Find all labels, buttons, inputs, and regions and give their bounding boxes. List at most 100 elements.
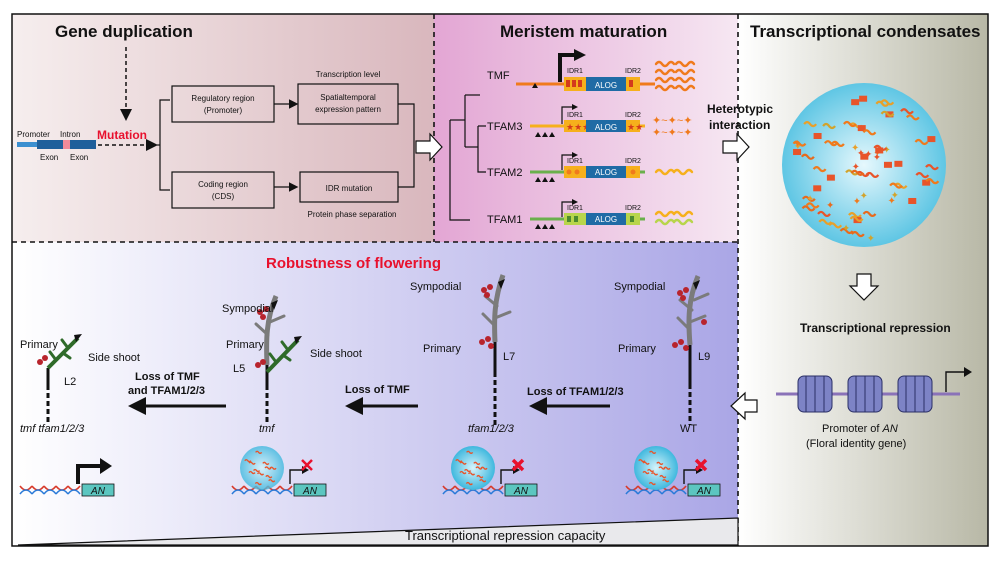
condensate-star-molecule: ✦: [826, 200, 834, 211]
figure-border: [11, 13, 989, 547]
promoter-arrow: [289, 469, 302, 484]
to-condensate-arrow: [722, 132, 750, 162]
exon-label-2: Exon: [70, 153, 88, 162]
condensate-wave-molecule: [875, 100, 890, 107]
condensate-wave-molecule: [792, 140, 807, 147]
condensate-star-molecule: ✦: [867, 234, 875, 245]
condensate-star-molecule: ✦: [852, 162, 860, 173]
condensate-block-molecule: [813, 132, 822, 139]
condensate-star-molecule: ✦: [873, 152, 881, 163]
tfam1-idr2-label: IDR2: [625, 205, 641, 212]
small-molecule: [650, 472, 659, 476]
tfam3-idr1-label: IDR1: [567, 112, 583, 119]
dna-strand: [55, 489, 69, 495]
condensate-wave-molecule: [843, 120, 857, 128]
promoter-arrow: [76, 464, 100, 484]
an-gene-box: [504, 483, 538, 497]
heterotypic-line1: Heterotypic: [707, 102, 773, 116]
tfam-sympodial-label: Sympodial: [410, 281, 461, 293]
plant-wt: [672, 275, 710, 425]
robustness-panel: [12, 242, 738, 546]
condensate-block-molecule: [894, 160, 903, 167]
condensate-wave-molecule: [862, 210, 877, 218]
condensate-wave-molecule: [817, 210, 831, 218]
dna-strand: [478, 489, 492, 495]
promoter-an-line1: Promoter of AN: [822, 423, 898, 435]
an-gene-label: AN: [513, 486, 529, 497]
promoter-label: Promoter: [17, 130, 50, 139]
nucleosome-array: [776, 367, 972, 413]
an-icon-group: AN: [19, 458, 115, 497]
robustness-title: Robustness of flowering: [266, 255, 441, 272]
condensate-wave-molecule: [823, 140, 838, 147]
small-molecule: [269, 466, 277, 470]
small-condensate: [240, 446, 284, 490]
dna-strand: [454, 489, 468, 495]
meristem-maturation-title: Meristem maturation: [500, 22, 667, 41]
condensate-star-molecule: ✦: [851, 143, 859, 154]
repression-x: [511, 458, 525, 472]
tfam-genotype-label: tfam1/2/3: [468, 423, 515, 435]
condensate-block-molecule: [860, 153, 869, 160]
tfam1-idr1-label: IDR1: [567, 205, 583, 212]
condensate-star-molecule: ✦: [853, 196, 861, 207]
spatiotemporal-line2: expression pattern: [315, 105, 381, 114]
gene-label-tfam2: TFAM2: [487, 167, 522, 179]
condensate-block-molecule: [859, 95, 868, 102]
small-molecule: [662, 479, 670, 483]
gene-label-tfam3: TFAM3: [487, 121, 522, 133]
small-molecule: [466, 450, 474, 455]
idr-mutation-label: IDR mutation: [326, 184, 373, 193]
an-gene-box: [687, 483, 721, 497]
condensate-star-molecule: ✦: [794, 139, 802, 150]
transcription-level-label: Transcription level: [316, 70, 381, 79]
tfam-primary-label: Primary: [423, 343, 461, 355]
small-molecule: [648, 481, 656, 486]
condensate-star-molecule: ✦: [794, 142, 802, 153]
condensate-star-molecule: ✦: [806, 194, 814, 205]
small-molecule: [254, 481, 262, 486]
an-icon-group: AN: [442, 446, 538, 497]
loss-tfam-label: Loss of TFAM1/2/3: [527, 386, 624, 398]
tmf-genotype-label: tmf: [259, 423, 275, 435]
tmf-tfam-side-shoot-label: Side shoot: [88, 352, 140, 364]
condensate-block-molecule: [857, 125, 866, 132]
small-molecule: [480, 466, 488, 470]
spatiotemporal-line1: Spatialtemporal: [320, 93, 376, 102]
repression-title: Transcriptional repression: [800, 321, 951, 335]
small-molecule: [268, 479, 276, 483]
condensate-wave-molecule: [925, 164, 939, 171]
plant-tfam: [479, 274, 512, 425]
condensate-block-molecule: [883, 161, 892, 168]
condensates-title: Transcriptional condensates: [750, 22, 981, 41]
condensate-block-molecule: [908, 197, 917, 204]
tfam3-idr2-label: IDR2: [625, 112, 641, 119]
small-molecule: [248, 461, 256, 465]
coding-region-line1: Coding region: [198, 180, 248, 189]
condensate-wave-molecule: [848, 212, 862, 219]
condensate-star-molecule: ✦: [842, 224, 850, 235]
merge-bracket: [398, 103, 415, 188]
condensate-molecules: ✦✦✦✦✦✦✦✦✦✦✦✦✦✦✦✦✦: [792, 95, 940, 245]
small-molecule: [656, 461, 664, 466]
tfam2-idr2-label: IDR2: [625, 158, 641, 165]
small-molecule: [642, 470, 650, 475]
condensate-wave-molecule: [828, 222, 843, 229]
to-robustness-arrow: [730, 391, 758, 421]
condensate-wave-molecule: [812, 166, 827, 173]
loss-both-line2: and TFAM1/2/3: [128, 385, 205, 397]
tfam2-alog-label: ALOG: [595, 168, 617, 177]
condensate-wave-molecule: [849, 215, 864, 222]
condensate-wave-molecule: [850, 231, 865, 238]
condensate-block-molecule: [851, 99, 860, 106]
tfam1-construct: [530, 199, 645, 229]
capacity-label: Transcriptional repression capacity: [405, 528, 606, 543]
condensate-wave-molecule: [925, 178, 940, 185]
promoter-arrowhead: [100, 458, 112, 474]
coding-region-line2: (CDS): [212, 192, 235, 201]
dna-strand: [19, 489, 33, 495]
condensate-wave-molecule: [880, 110, 895, 117]
dna-strand: [243, 489, 257, 495]
an-gene-label: AN: [696, 486, 712, 497]
